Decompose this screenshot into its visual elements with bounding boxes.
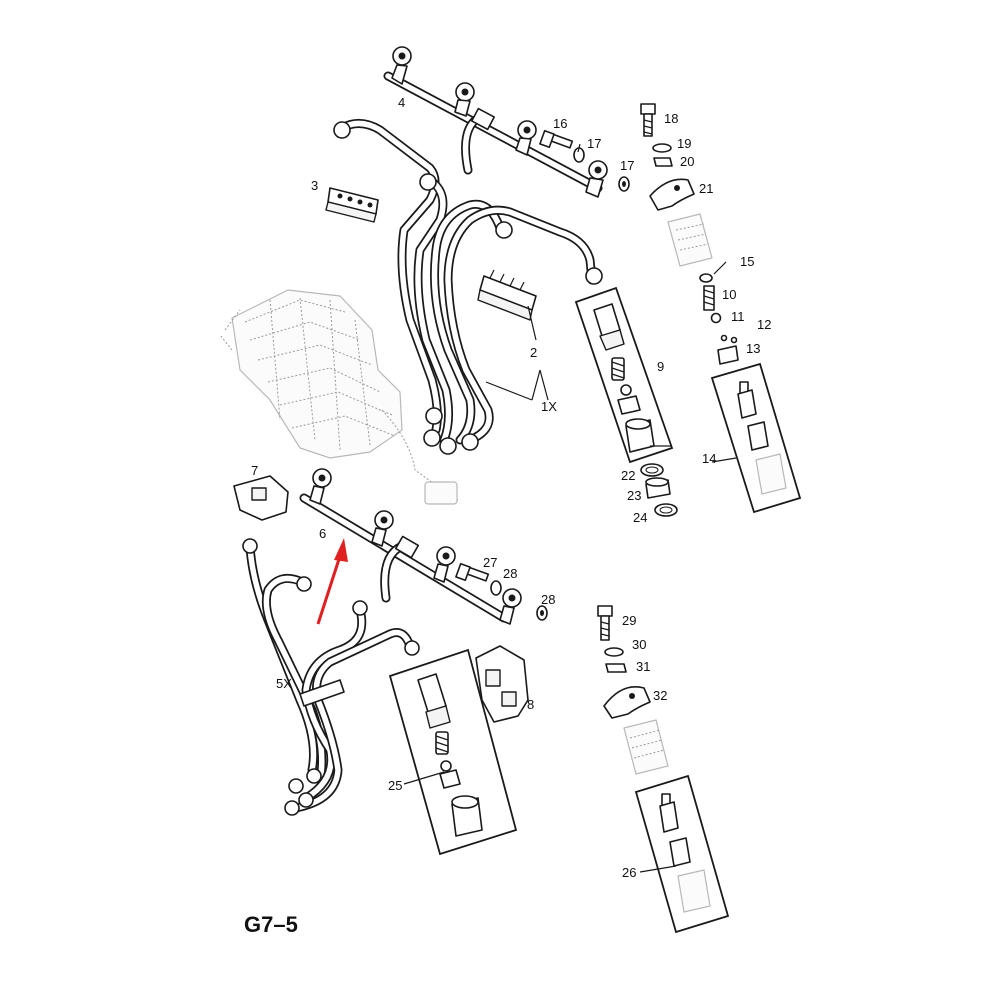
- part-14-nozzle-kit[interactable]: [710, 362, 802, 514]
- callout-9: 9: [657, 359, 664, 374]
- part-5x-injection-pipe-set-lower[interactable]: [242, 538, 420, 816]
- callout-labels: 1X 2 3 4 5X 6 7 8 9 10 11 12 13 14 15 16…: [251, 95, 771, 880]
- part-6-leakoff-rail-lower[interactable]: [299, 468, 522, 625]
- part-12-dowel-pins[interactable]: [720, 334, 738, 344]
- part-28-sealing-washer-a[interactable]: [490, 580, 502, 596]
- callout-28a: 28: [503, 566, 517, 581]
- part-8-mounting-bracket-lower[interactable]: [475, 645, 529, 723]
- part-15-shim[interactable]: [699, 273, 713, 283]
- callout-29: 29: [622, 613, 636, 628]
- part-32-injector-clamp-lower[interactable]: [603, 686, 651, 719]
- part-19-washer[interactable]: [652, 143, 672, 153]
- callout-3: 3: [311, 178, 318, 193]
- callout-8: 8: [527, 697, 534, 712]
- part-31-nut-lower[interactable]: [605, 663, 627, 673]
- figure-code: G7–5: [244, 912, 298, 937]
- callout-18: 18: [664, 111, 678, 126]
- callout-4: 4: [398, 95, 405, 110]
- callout-21: 21: [699, 181, 713, 196]
- part-24-copper-washer[interactable]: [654, 503, 678, 517]
- part-25-injector-nozzle-kit[interactable]: [388, 648, 518, 856]
- part-26-nozzle-kit-lower[interactable]: [634, 774, 730, 934]
- callout-13: 13: [746, 341, 760, 356]
- injector-ghost-lower: [623, 719, 669, 775]
- callout-20: 20: [680, 154, 694, 169]
- part-22-sealing-ring[interactable]: [640, 463, 664, 477]
- callout-24: 24: [633, 510, 647, 525]
- callout-12: 12: [757, 317, 771, 332]
- part-17-sealing-washer-b[interactable]: [618, 176, 630, 192]
- callout-26: 26: [622, 865, 636, 880]
- part-7-mounting-bracket[interactable]: [233, 475, 289, 521]
- part-11-spindle[interactable]: [710, 312, 722, 324]
- callout-17b: 17: [620, 158, 634, 173]
- part-27-banjo-bolt-lower[interactable]: [455, 562, 490, 582]
- callout-2: 2: [530, 345, 537, 360]
- callout-16: 16: [553, 116, 567, 131]
- part-13-intermediate-disc[interactable]: [717, 345, 739, 365]
- part-23-heat-shield[interactable]: [645, 477, 671, 499]
- part-21-injector-clamp[interactable]: [649, 178, 695, 211]
- callout-25: 25: [388, 778, 402, 793]
- callout-14: 14: [702, 451, 716, 466]
- callout-5x: 5X: [276, 676, 292, 691]
- callout-23: 23: [627, 488, 641, 503]
- part-28-sealing-washer-b[interactable]: [536, 605, 548, 621]
- callout-1x: 1X: [541, 399, 557, 414]
- callout-22: 22: [621, 468, 635, 483]
- highlight-arrow: [316, 538, 348, 625]
- part-29-clamp-bolt-lower[interactable]: [597, 605, 613, 641]
- part-3-pipe-grommet[interactable]: [325, 187, 379, 223]
- callout-28b: 28: [541, 592, 555, 607]
- callout-31: 31: [636, 659, 650, 674]
- callout-32: 32: [653, 688, 667, 703]
- part-4-leakoff-rail-upper[interactable]: [383, 46, 608, 198]
- part-30-washer-lower[interactable]: [604, 647, 624, 657]
- part-18-clamp-bolt[interactable]: [640, 103, 656, 137]
- leader-lines: [403, 143, 737, 873]
- callout-6: 6: [319, 526, 326, 541]
- part-10-pressure-spring[interactable]: [703, 285, 715, 311]
- injector-ghost-upper: [667, 213, 713, 267]
- callout-15: 15: [740, 254, 754, 269]
- part-20-nut[interactable]: [653, 157, 673, 167]
- part-9-injector-nozzle-kit[interactable]: [574, 286, 674, 464]
- callout-7: 7: [251, 463, 258, 478]
- callout-17a: 17: [587, 136, 601, 151]
- part-1x-injection-pipe-set[interactable]: [333, 119, 603, 455]
- callout-30: 30: [632, 637, 646, 652]
- callout-27: 27: [483, 555, 497, 570]
- callout-11: 11: [731, 309, 745, 324]
- callout-10: 10: [722, 287, 736, 302]
- engine-block-ghost: [219, 289, 459, 505]
- part-2-pipe-clamp[interactable]: [477, 269, 537, 321]
- part-16-banjo-bolt-upper[interactable]: [539, 129, 574, 149]
- callout-19: 19: [677, 136, 691, 151]
